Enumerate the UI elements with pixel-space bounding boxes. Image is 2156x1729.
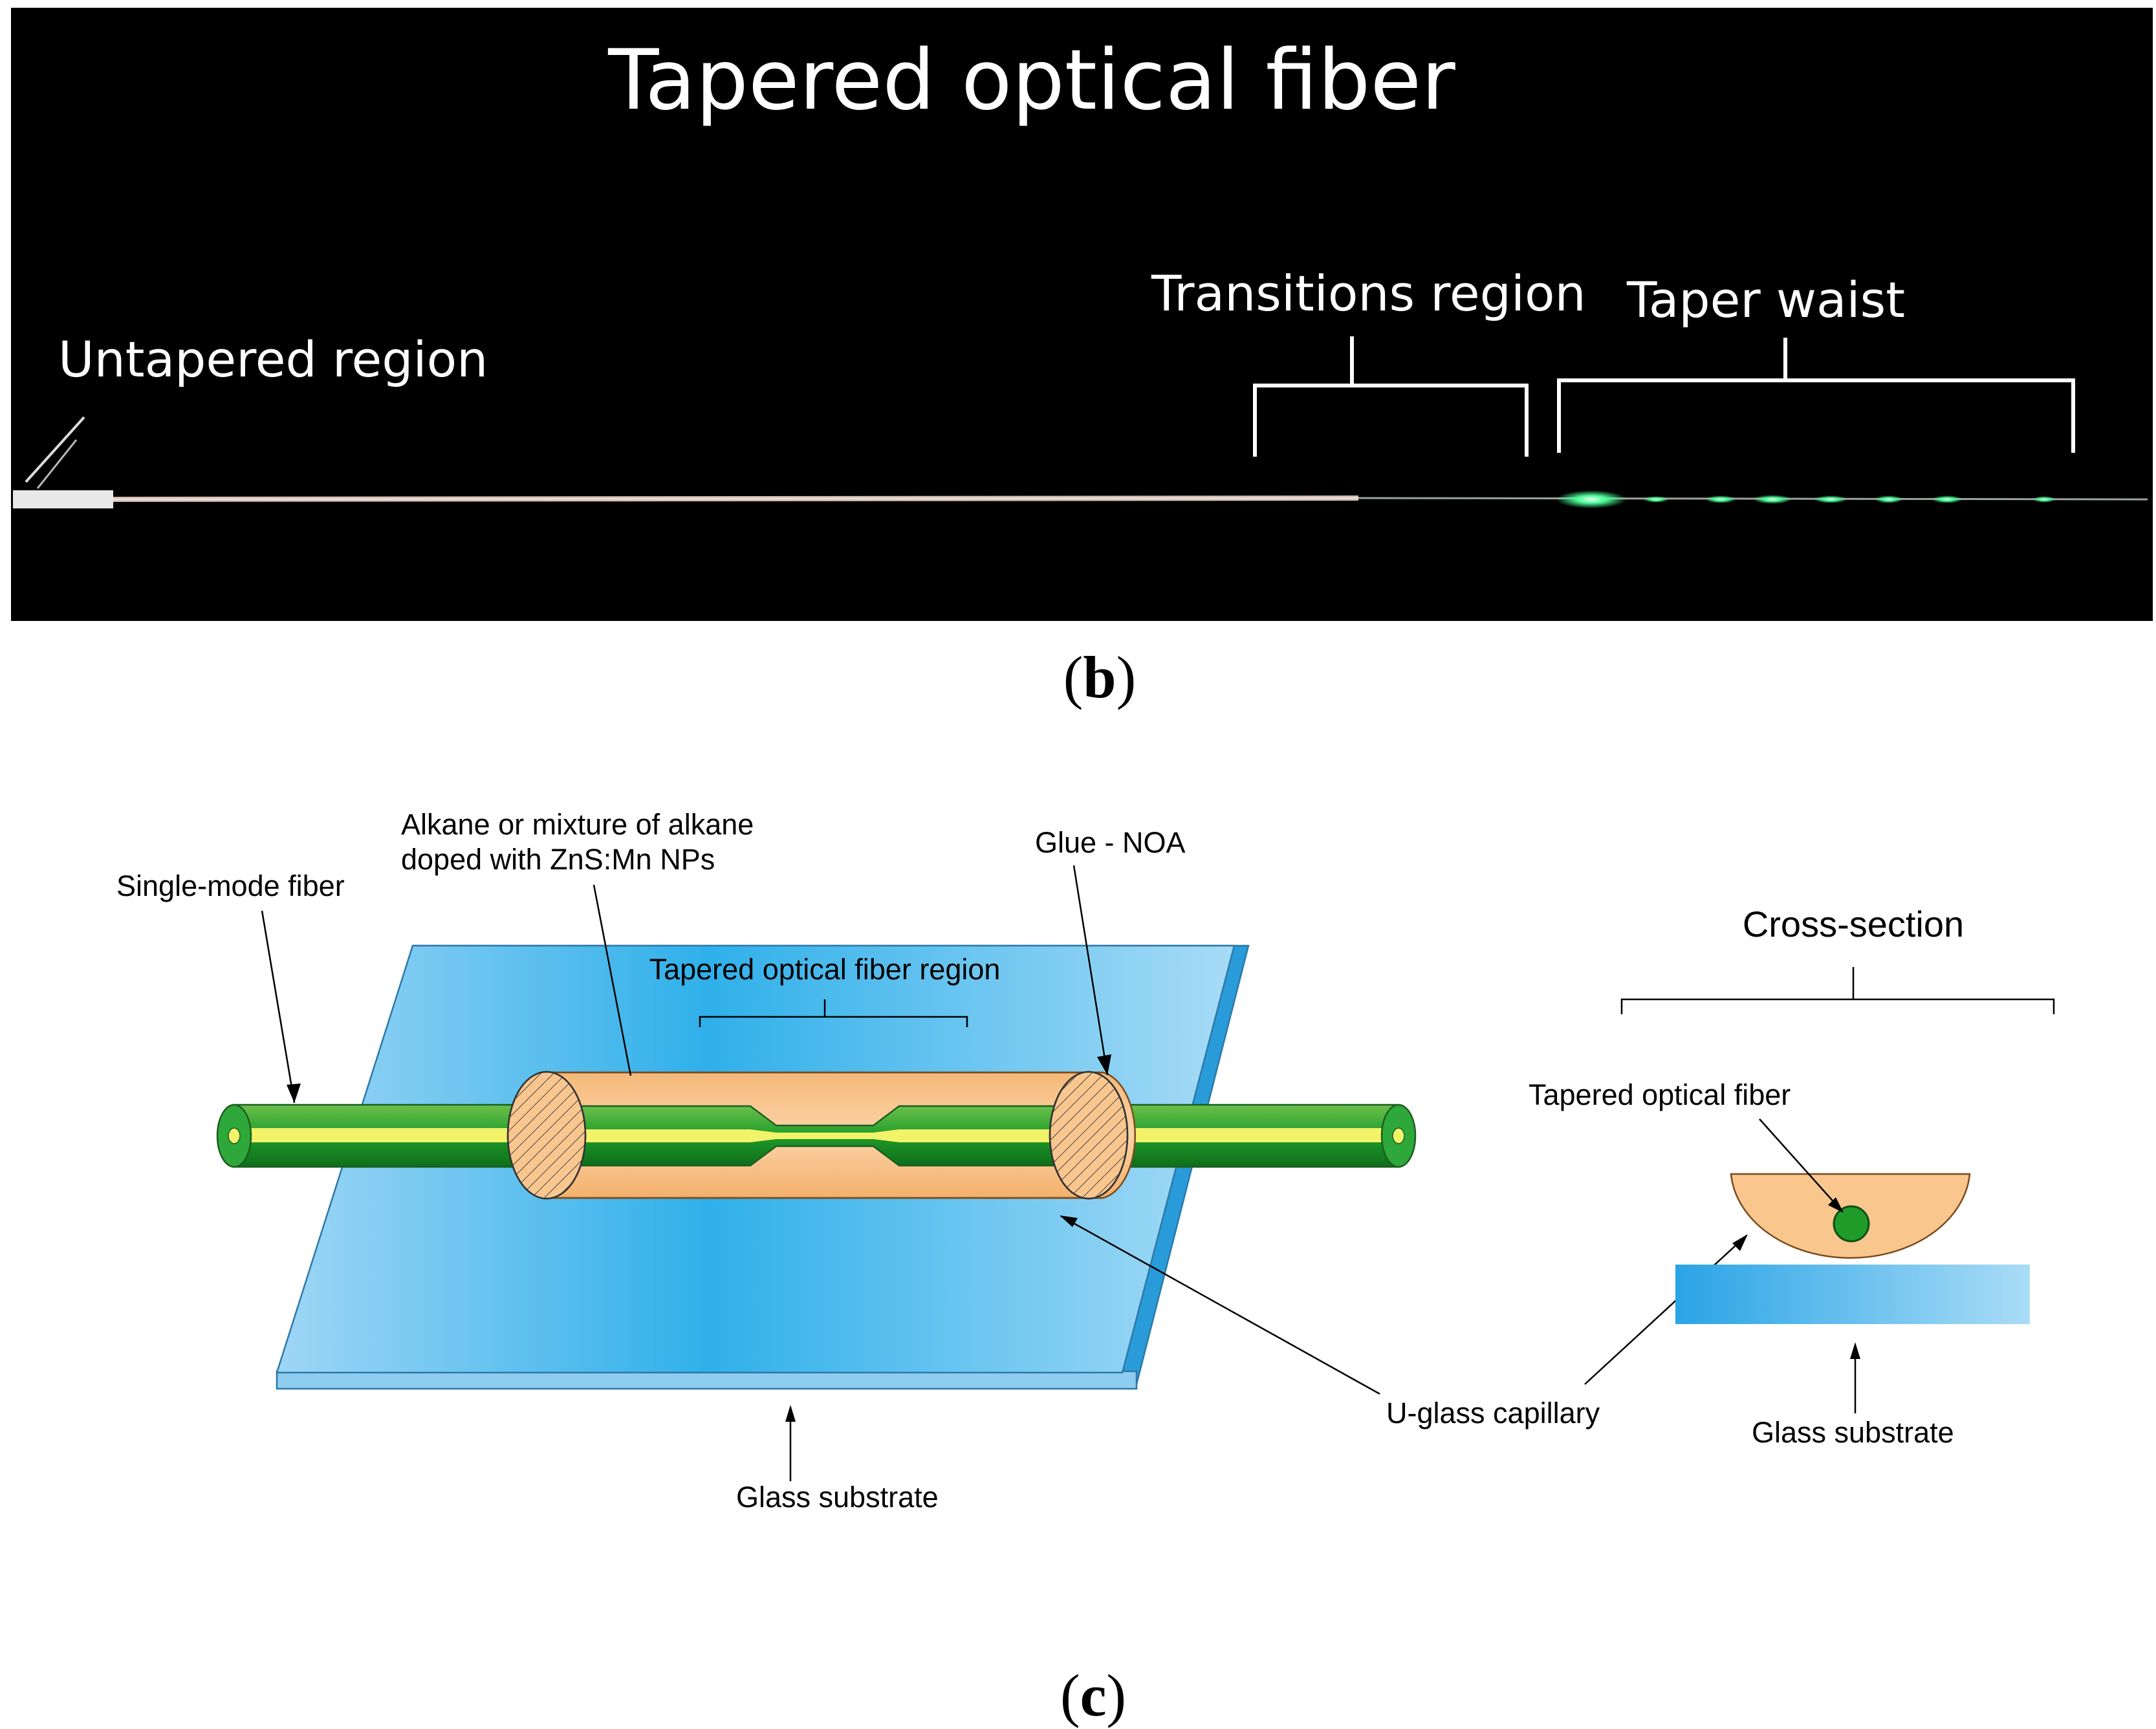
panel-b: Tapered optical fiber Untapered region T… — [11, 8, 2153, 710]
photo-background — [11, 8, 2153, 621]
glue-right — [1049, 1071, 1129, 1200]
tapered-fiber-leader — [1759, 1118, 1843, 1212]
single-mode-fiber-right — [1100, 1104, 1417, 1168]
tapered-fiber-arrowhead — [1828, 1197, 1844, 1213]
photo-title: Tapered optical fiber — [607, 32, 1455, 129]
glass-substrate-2-label: Glass substrate — [1752, 1416, 1954, 1449]
cross-section-label: Cross-section — [1743, 904, 1964, 944]
u-glass-capillary-arrowhead-left — [1060, 1215, 1078, 1227]
cross-section-diagram — [1675, 1173, 2030, 1324]
glue-left — [506, 1071, 587, 1200]
glue-arrowhead — [1097, 1054, 1111, 1075]
single-mode-fiber-left — [216, 1104, 543, 1168]
alkane-label-line1: Alkane or mixture of alkane — [401, 808, 754, 841]
u-glass-capillary-leader-right — [1584, 1235, 1747, 1385]
glue-leader — [1073, 865, 1109, 1076]
waist-bracket — [1557, 338, 2075, 453]
single-mode-fiber-label: Single-mode fiber — [116, 869, 345, 902]
u-glass-capillary-leader-left — [1060, 1215, 1380, 1395]
untapered-region-label: Untapered region — [58, 331, 488, 388]
taper-waist-label: Taper waist — [1626, 271, 1905, 329]
tapered-fiber-label: Tapered optical fiber — [1529, 1078, 1791, 1111]
tapered-fiber-inside — [545, 1105, 1104, 1167]
cross-section-substrate — [1675, 1265, 2030, 1324]
panel-c: Tapered optical fiber region Single-mode… — [116, 808, 2055, 1728]
u-glass-capillary-label: U-glass capillary — [1386, 1397, 1600, 1430]
fiber-strand — [13, 416, 2148, 508]
glass-substrate-label: Glass substrate — [736, 1481, 939, 1514]
glue-label: Glue - NOA — [1035, 826, 1186, 859]
single-mode-fiber-leader — [261, 910, 296, 1104]
panel-c-caption: (c) — [1060, 1662, 1126, 1728]
u-glass-capillary-arrowhead-right — [1732, 1234, 1748, 1251]
glass-substrate-arrowhead — [785, 1405, 796, 1422]
tapered-region-label: Tapered optical fiber region — [649, 953, 1001, 986]
single-mode-fiber-arrowhead — [287, 1083, 301, 1103]
cross-section-bracket — [1620, 967, 2055, 1014]
alkane-label-line2: doped with ZnS:Mn NPs — [401, 843, 715, 876]
transitions-bracket — [1253, 336, 1529, 457]
transitions-region-label: Transitions region — [1151, 265, 1586, 322]
panel-b-caption: (b) — [1063, 644, 1136, 710]
alkane-leader — [593, 884, 632, 1076]
cross-section-fiber — [1833, 1205, 1870, 1243]
glass-substrate-front-edge — [276, 1370, 1138, 1390]
tapered-region-bracket — [699, 999, 968, 1027]
glass-substrate-2-arrowhead — [1850, 1342, 1860, 1359]
